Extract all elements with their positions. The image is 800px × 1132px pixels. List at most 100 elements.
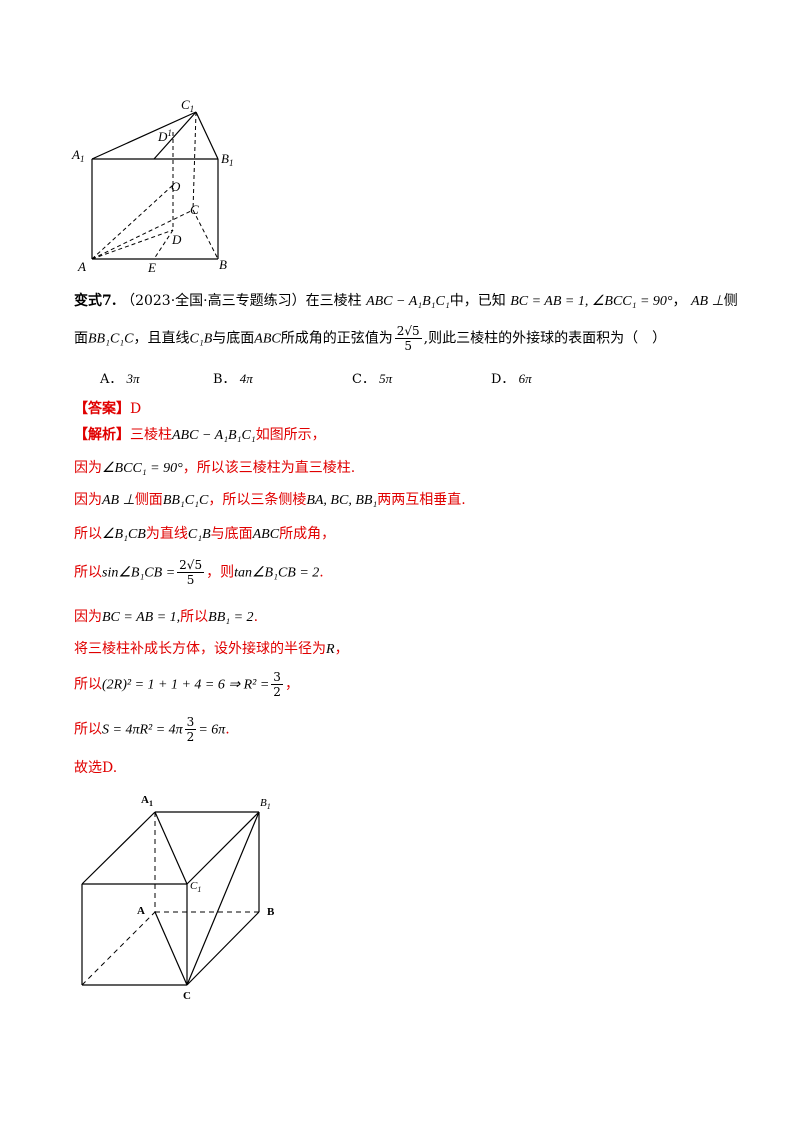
num: 2√5: [394, 324, 422, 339]
math: BB₁C₁C: [88, 331, 134, 347]
text: 与底面: [212, 330, 255, 347]
label2-A: A: [137, 905, 145, 917]
math: R: [326, 642, 335, 657]
option-value: 6π: [518, 371, 532, 386]
text: 所以: [74, 676, 102, 693]
math: AB ⊥: [102, 493, 135, 508]
problem-line-1: 变式7. （2023·全国·高三专题练习）在三棱柱 ABC − A₁B₁C₁中，…: [74, 290, 738, 310]
text: 如图所示，: [255, 427, 326, 443]
option-d[interactable]: D． 6π: [491, 368, 532, 387]
text: 为直线: [145, 526, 188, 542]
text: 两两互相垂直.: [377, 492, 466, 508]
math: BA, BC, BB₁: [306, 493, 378, 508]
analysis-line-1: 【解析】三棱柱ABC − A₁B₁C₁如图所示，: [74, 424, 326, 444]
math: (2R)² = 1 + 1 + 4 = 6 ⇒ R² =: [102, 677, 270, 693]
math: ∠B₁CB: [102, 527, 146, 542]
math: AB ⊥: [690, 294, 724, 309]
label2-C: C: [183, 990, 191, 1002]
den: 5: [404, 339, 413, 353]
label-C1: C1: [181, 97, 194, 114]
text: ,则此三棱柱的外接球的表面积为（ ）: [423, 330, 667, 347]
num: 2√5: [177, 558, 205, 573]
option-c[interactable]: C． 5π: [352, 368, 392, 387]
math: sin∠B₁CB =: [102, 565, 176, 581]
box-solid-edges: [81, 811, 260, 986]
analysis-line-4: 所以∠B₁CB为直线C₁B与底面ABC所成角，: [74, 523, 335, 543]
problem-source: （2023·全国·高三专题练习）: [121, 293, 306, 309]
label-B1: B1: [221, 151, 233, 168]
box-hidden-edges: [81, 812, 259, 986]
analysis-line-7: 将三棱柱补成长方体，设外接球的半径为R，: [74, 638, 349, 658]
text: 因为: [74, 492, 102, 508]
text: 所成角的正弦值为: [280, 330, 393, 347]
math: = 6π: [198, 722, 226, 738]
math: BC = AB = 1,: [102, 610, 181, 625]
text: .: [225, 721, 230, 738]
option-value: 3π: [126, 371, 140, 386]
text: 所以: [180, 609, 209, 625]
text: ，所以三条侧棱: [208, 492, 307, 508]
math: S = 4πR² = 4π: [102, 722, 183, 738]
math: ∠BCC₁ = 90°: [102, 461, 183, 476]
analysis-line-6: 因为BC = AB = 1,所以BB₁ = 2.: [74, 606, 258, 626]
analysis-line-10: 故选D.: [74, 757, 117, 777]
option-value: 5π: [379, 371, 393, 386]
analysis-line-3: 因为AB ⊥侧面BB₁C₁C，所以三条侧棱BA, BC, BB₁两两互相垂直.: [74, 489, 466, 509]
label2-C1: C1: [190, 880, 201, 894]
option-b[interactable]: B． 4π: [213, 368, 253, 387]
label-D1: D1: [157, 128, 172, 144]
text: 在三棱柱: [305, 293, 362, 309]
text: 所以: [74, 564, 102, 581]
option-label: C．: [352, 372, 375, 387]
option-label: B．: [213, 372, 236, 387]
label-C: C: [190, 202, 199, 217]
answer-line: 【答案】D: [74, 398, 141, 418]
answer-value: D: [130, 401, 142, 417]
figure-box: A1 B1 A B C1 C: [81, 794, 275, 1002]
text: ，: [284, 676, 299, 693]
num: 3: [184, 715, 197, 730]
text: 所成角，: [279, 526, 336, 542]
text: .: [319, 564, 324, 581]
den: 5: [186, 573, 195, 587]
prism-hidden-edges: [91, 111, 219, 260]
text: 侧面: [134, 492, 163, 508]
math: BB₁C₁C: [162, 493, 209, 508]
math: BB₁ = 2: [208, 610, 254, 625]
den: 2: [186, 730, 195, 744]
prism-solid-edges: [91, 111, 219, 260]
den: 2: [273, 685, 281, 699]
text: 中，已知: [449, 293, 506, 309]
text: 因为: [74, 460, 102, 476]
label-D: D: [171, 232, 182, 247]
label-E: E: [147, 260, 156, 275]
math: BC = AB = 1, ∠BCC₁ = 90°: [510, 294, 673, 309]
option-a[interactable]: A． 3π: [100, 368, 140, 387]
label-O: O: [171, 179, 181, 194]
text: 三棱柱: [130, 427, 172, 443]
label2-B1: B1: [260, 797, 271, 811]
num: 3: [271, 670, 283, 685]
text: ，所以该三棱柱为直三棱柱.: [182, 460, 356, 476]
figure-prism: C1 D1 A1 B1 O C D A E B: [71, 97, 233, 275]
problem-label: 变式7.: [74, 293, 117, 309]
label-B: B: [219, 257, 227, 272]
text: ，: [672, 293, 687, 309]
math: ABC: [254, 331, 281, 347]
analysis-tag: 【解析】: [74, 427, 130, 443]
text: 侧: [723, 293, 738, 309]
answer-tag: 【答案】: [74, 401, 130, 417]
text: 将三棱柱补成长方体，设外接球的半径为: [74, 641, 326, 657]
label2-B: B: [267, 906, 275, 918]
math: ABC − A₁B₁C₁: [366, 294, 450, 309]
option-label: D．: [491, 372, 515, 387]
analysis-line-2: 因为∠BCC₁ = 90°，所以该三棱柱为直三棱柱.: [74, 457, 355, 477]
label2-A1: A1: [141, 794, 153, 808]
